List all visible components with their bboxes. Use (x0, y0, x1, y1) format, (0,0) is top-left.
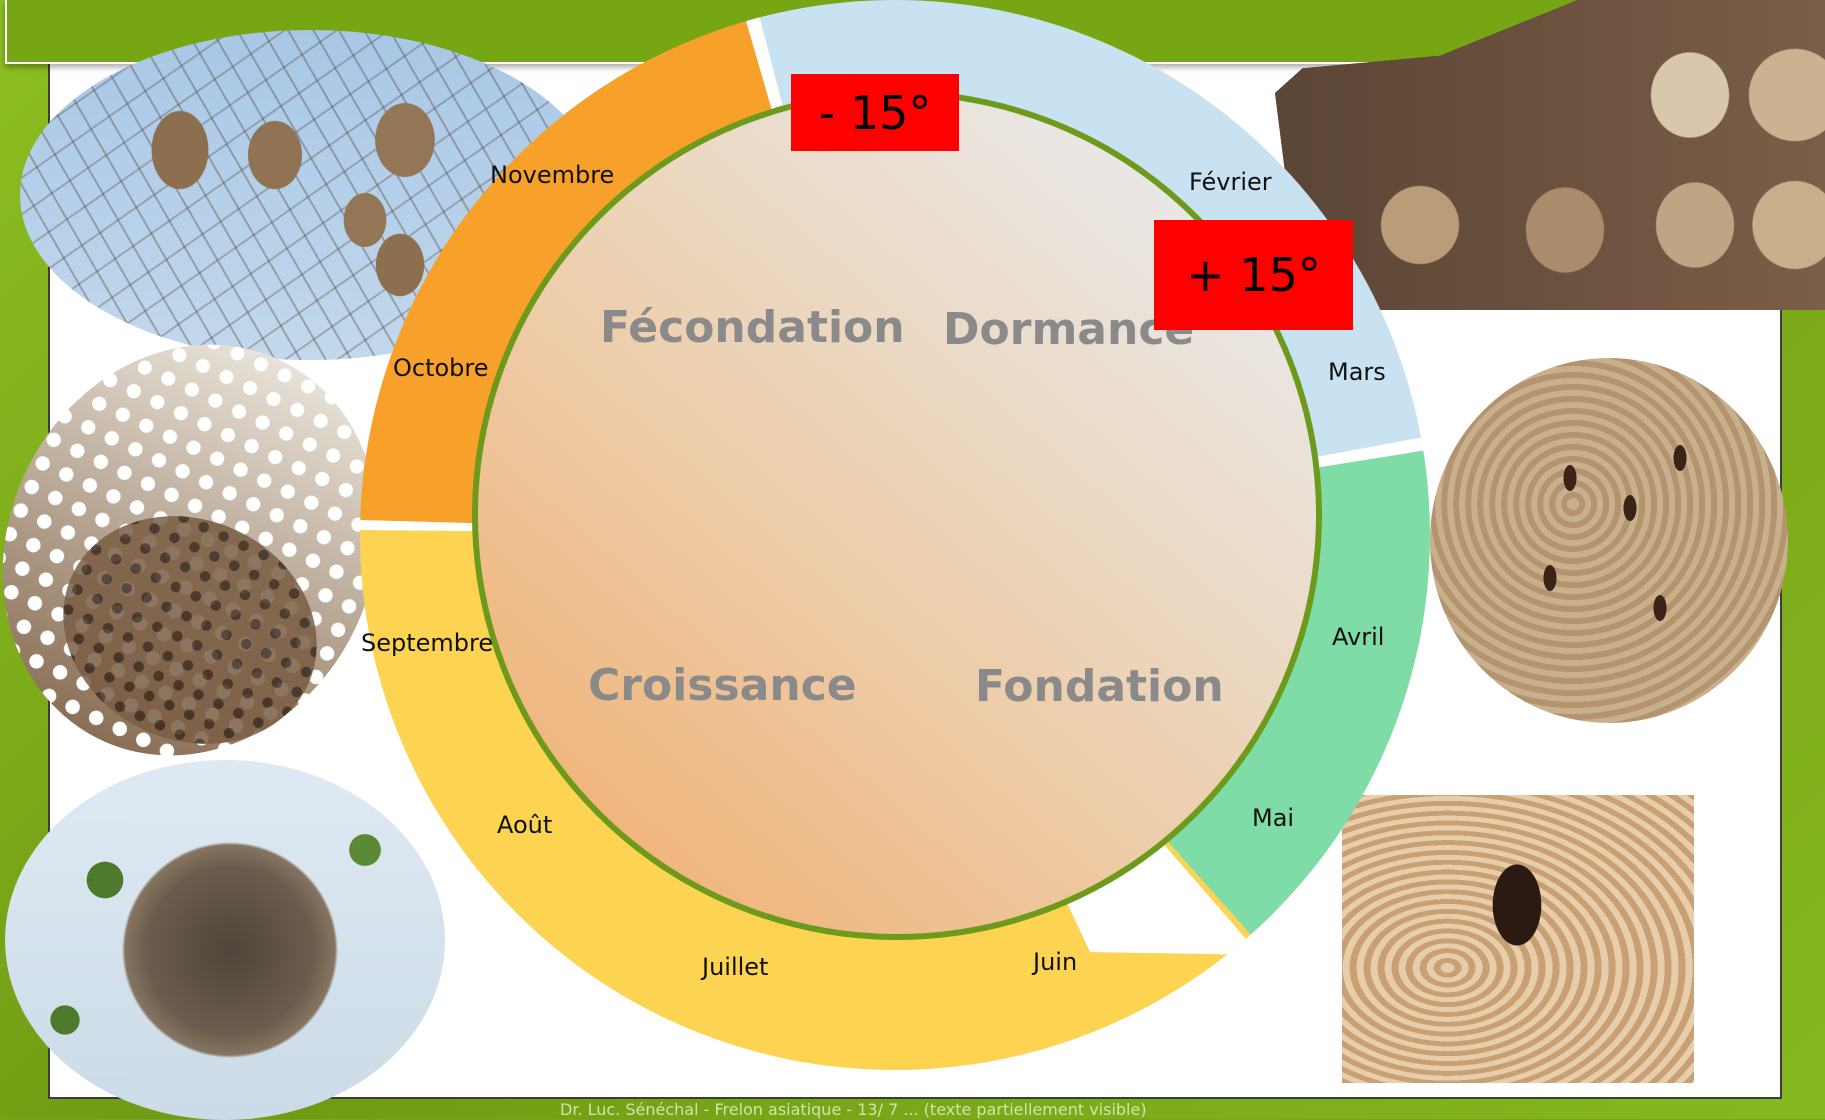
month-fevrier: Février (1189, 168, 1272, 196)
cold-temperature-box: - 15° (791, 74, 959, 151)
nest-envelope-with-hornets-photo (1430, 358, 1788, 723)
nest-entrance-photo (1342, 795, 1694, 1083)
phase-fecondation: Fécondation (600, 302, 905, 353)
month-juin: Juin (1031, 948, 1077, 976)
phase-fondation: Fondation (975, 661, 1224, 712)
month-novembre: Novembre (490, 161, 614, 189)
warm-temperature-box: + 15° (1154, 220, 1353, 330)
month-septembre: Septembre (361, 629, 493, 657)
month-avril: Avril (1332, 623, 1384, 651)
month-octobre: Octobre (393, 354, 489, 382)
hanging-nest-photo (5, 760, 445, 1120)
month-mars: Mars (1328, 358, 1386, 386)
month-juillet: Juillet (700, 953, 768, 981)
month-mai: Mai (1252, 804, 1294, 832)
footer-text: Dr. Luc. Sénéchal - Frelon asiatique - 1… (560, 1100, 1147, 1119)
phase-croissance: Croissance (588, 660, 857, 711)
month-aout: Août (497, 811, 552, 839)
phase-dormance: Dormance (943, 304, 1194, 355)
